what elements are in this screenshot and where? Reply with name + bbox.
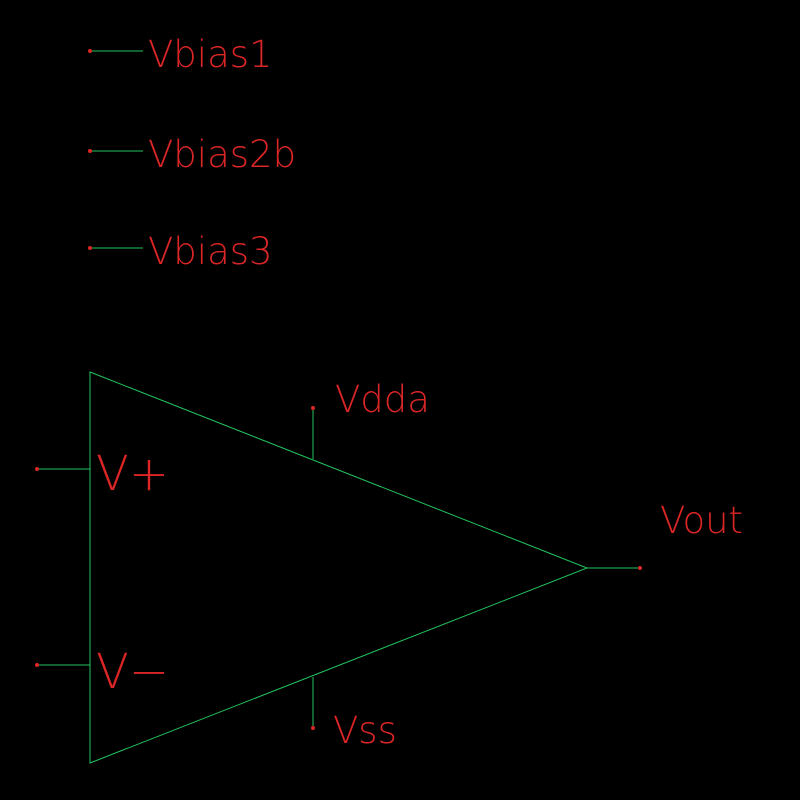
pin-label: Vss (333, 709, 397, 752)
pin-dot (88, 149, 92, 153)
pin-label: Vbias3 (148, 230, 273, 273)
pin-label: V− (96, 644, 169, 700)
input-pin-inverting[interactable]: V− (35, 644, 169, 700)
pin-label: Vdda (335, 378, 430, 421)
pin-dot (311, 726, 315, 730)
bias-pin-vbias2b[interactable]: Vbias2b (88, 133, 296, 176)
supply-pin-vdda[interactable]: Vdda (311, 378, 430, 459)
bias-pin-vbias3[interactable]: Vbias3 (88, 230, 273, 273)
opamp-triangle (89, 371, 589, 764)
pin-dot (88, 246, 92, 250)
pin-label: Vout (660, 499, 743, 542)
pin-dot (35, 663, 39, 667)
pin-dot (88, 49, 92, 53)
output-pin[interactable]: Vout (587, 499, 743, 570)
pin-dot (311, 406, 315, 410)
bias-pin-vbias1[interactable]: Vbias1 (88, 33, 273, 76)
input-pin-non-inverting[interactable]: V+ (35, 446, 169, 502)
pin-label: V+ (96, 446, 169, 502)
pin-dot (638, 566, 642, 570)
pin-label: Vbias2b (148, 133, 296, 176)
pin-label: Vbias1 (148, 33, 273, 76)
opamp-symbol[interactable]: Vdda Vss V+ V− Vout (35, 371, 743, 764)
pin-dot (35, 467, 39, 471)
supply-pin-vss[interactable]: Vss (311, 677, 397, 752)
